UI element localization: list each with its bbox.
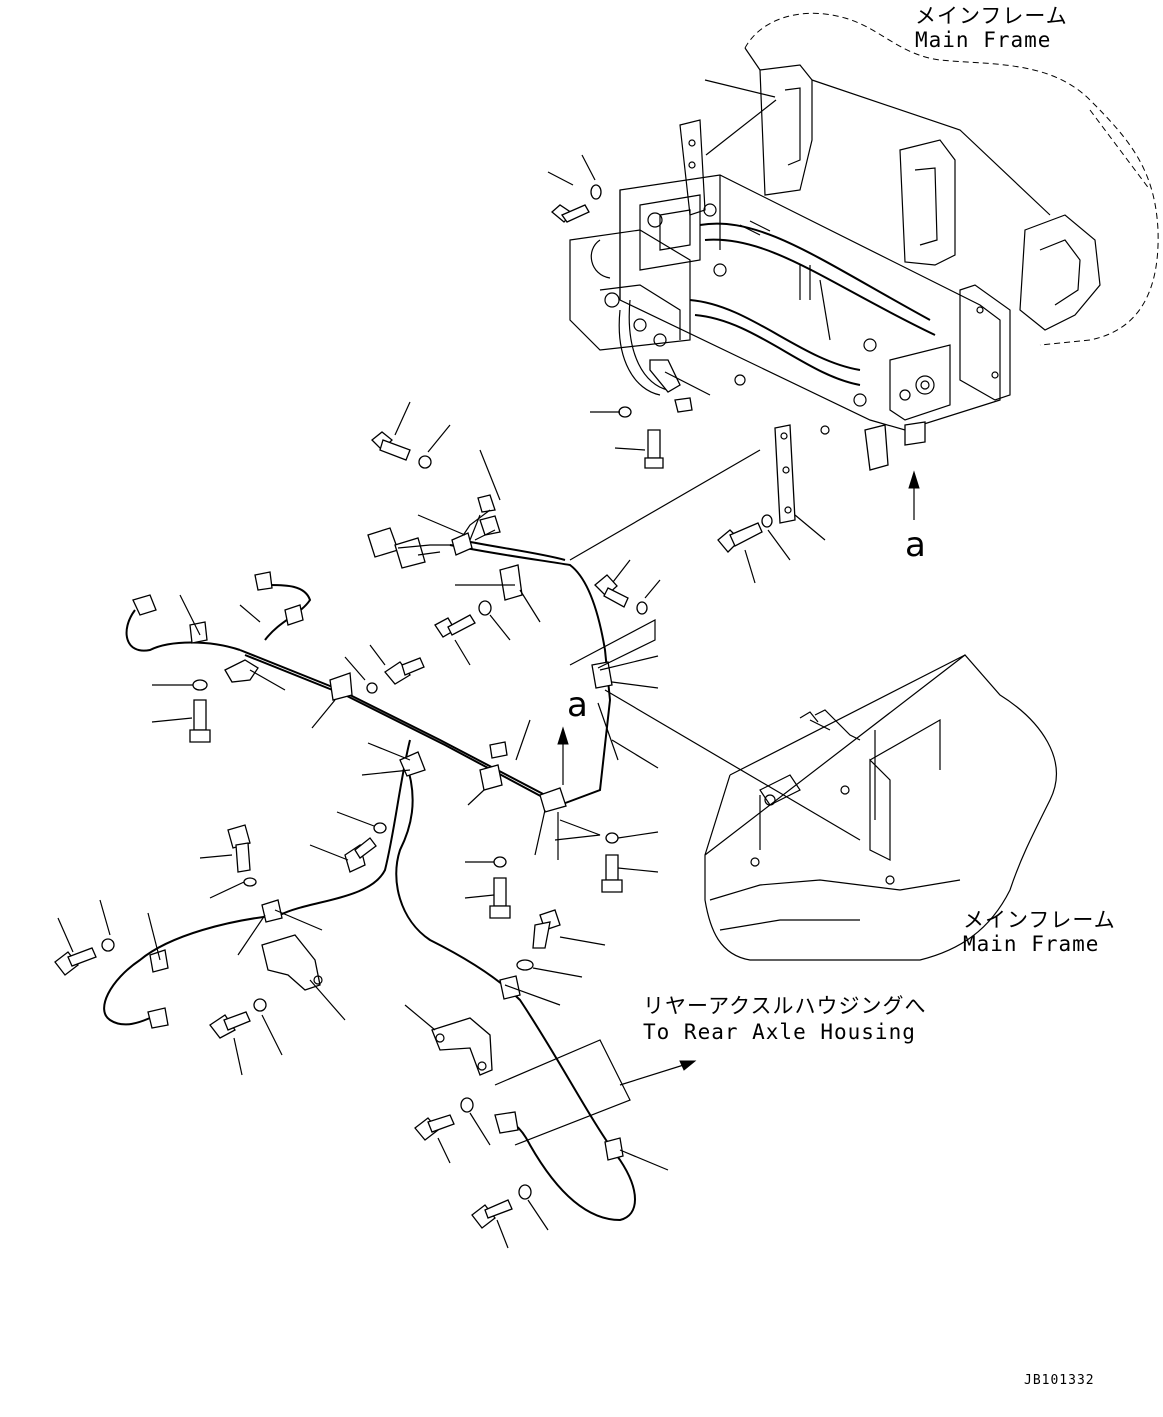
rear-axle-arrow — [619, 1060, 697, 1086]
view-a-arrow-top — [908, 470, 920, 520]
main-frame-bottom-outline — [704, 654, 1057, 961]
rear-axle-jp-label: リヤーアクスルハウジングへ — [643, 994, 927, 1018]
rear-axle-en-label: To Rear Axle Housing — [643, 1020, 916, 1044]
fasteners-middle — [54, 401, 861, 1249]
main-frame-top-jp-label: メインフレーム — [915, 4, 1068, 28]
view-a-label-top: a — [905, 525, 926, 565]
main-frame-bottom-jp-label: メインフレーム — [963, 908, 1116, 932]
main-harness — [103, 494, 636, 1222]
main-frame-top-en-label: Main Frame — [915, 28, 1052, 52]
main-frame-top-outline — [744, 12, 1159, 346]
main-frame-bottom-en-label: Main Frame — [963, 932, 1100, 956]
view-a-arrow-mid — [557, 726, 569, 785]
valve-block-assembly — [569, 119, 1011, 471]
view-a-label-mid: a — [567, 685, 588, 725]
drawing-code: JB101332 — [1024, 1373, 1095, 1388]
fasteners-top — [547, 79, 826, 584]
